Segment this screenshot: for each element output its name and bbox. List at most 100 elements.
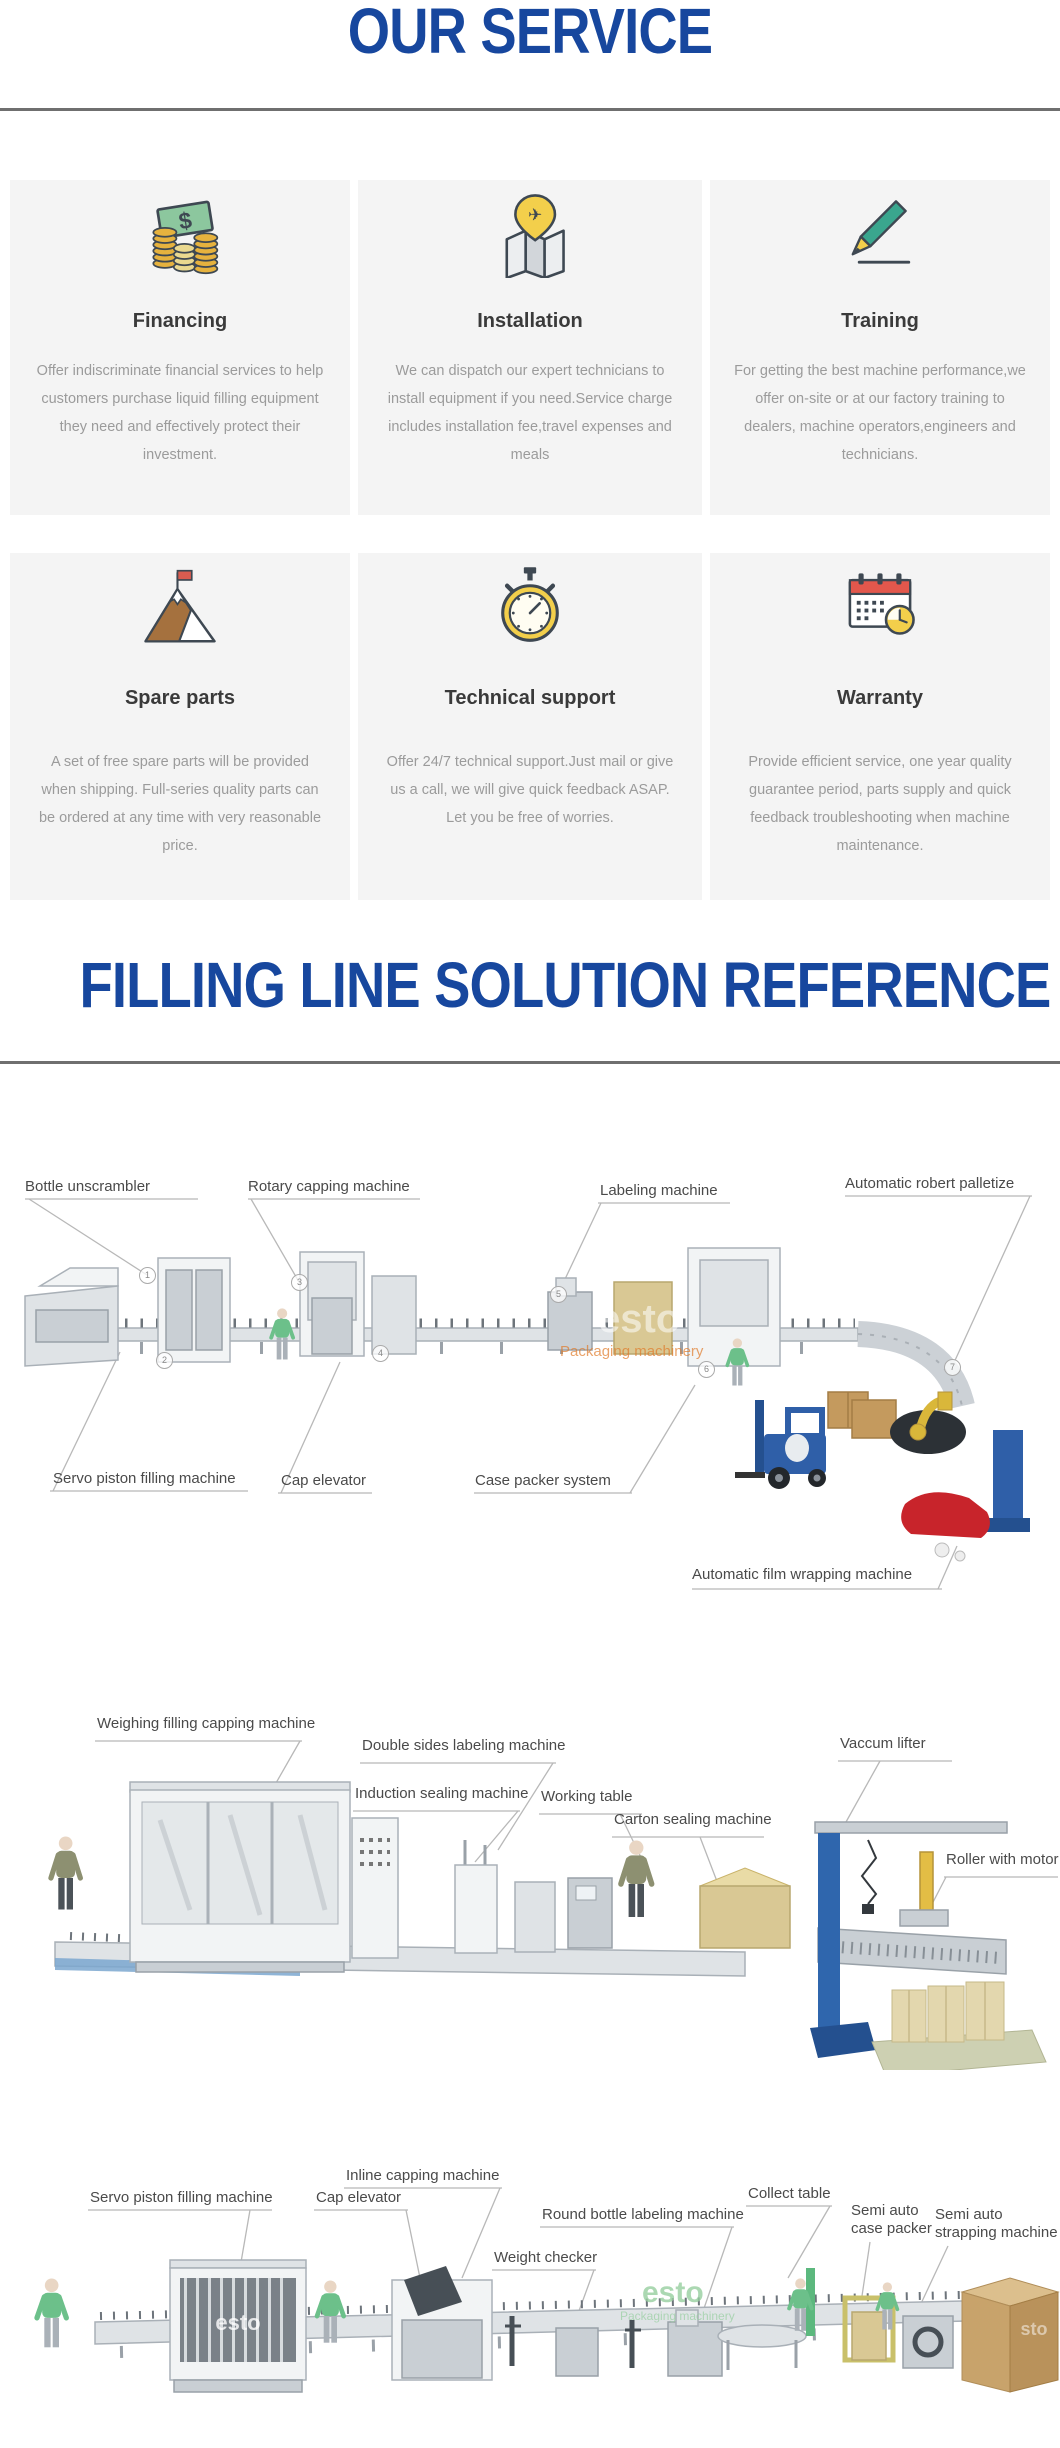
collect-table <box>717 2324 807 2370</box>
service-card-title: Technical support <box>444 687 616 709</box>
diagram-servo-filling-line: esto esto Packaging machinery <box>0 2130 1060 2443</box>
machine-label-servo-filling: Servo piston filling machine <box>90 2189 273 2206</box>
machine-label-carton-sealing: Carton sealing machine <box>614 1811 772 1828</box>
service-card-training: Training For getting the best machine pe… <box>710 180 1050 515</box>
callout-number: 6 <box>698 1361 715 1378</box>
callout-number: 3 <box>291 1274 308 1291</box>
service-card-description: A set of free spare parts will be provid… <box>38 754 322 854</box>
service-card-description: Offer indiscriminate financial services … <box>36 363 324 463</box>
machine-label-round-bottle-labeling: Round bottle labeling machine <box>542 2206 744 2223</box>
round-bottle-labeler <box>667 2309 723 2377</box>
cap-elevator-tower <box>391 2266 493 2381</box>
machine-label-bottle-unscrambler: Bottle unscrambler <box>25 1178 151 1195</box>
watermark-tagline: Packaging machinery <box>620 2309 735 2323</box>
case-packer-machine <box>687 1247 781 1367</box>
roller-motor <box>899 1851 949 1927</box>
section-title-our-service: OUR SERVICE <box>347 0 713 67</box>
sleeve-machine <box>613 1281 673 1355</box>
section-divider-middle <box>0 1061 1060 1064</box>
watermark-tagline: Packaging machinery <box>560 1343 704 1360</box>
map-pin-icon: ✈ <box>358 194 702 278</box>
machine-label-double-sides-labeling: Double sides labeling machine <box>362 1737 566 1754</box>
rinser-cabinet <box>157 1257 231 1363</box>
machine-label-robot-palletize: Automatic robert palletize <box>845 1175 1015 1192</box>
machine-label-vaccum-lifter: Vaccum lifter <box>840 1735 926 1752</box>
capper-unit <box>567 1877 613 1949</box>
roller-conveyor <box>817 1927 1007 1975</box>
pallet-boxes <box>827 1391 897 1439</box>
robot-palletizer <box>890 1391 966 1454</box>
machine-label-collect-table: Collect table <box>748 2185 831 2202</box>
machine-label-weighing-filling-capping: Weighing filling capping machine <box>97 1715 316 1732</box>
svg-text:sto: sto <box>1021 2319 1048 2339</box>
service-card-installation: ✈ Installation We can dispatch our exper… <box>358 180 702 515</box>
section-divider-top <box>0 108 1060 111</box>
callout-number: 5 <box>550 1286 567 1303</box>
callout-number: 1 <box>139 1267 156 1284</box>
service-card-description: Provide efficient service, one year qual… <box>748 754 1012 854</box>
machine-label-rotary-capping: Rotary capping machine <box>248 1178 410 1195</box>
service-card-title: Installation <box>477 310 583 332</box>
service-card-financing: $ Financing Offer indiscriminate financi… <box>10 180 350 515</box>
filling-line-illustration-3: esto esto Packaging machinery <box>0 2187 1060 2393</box>
worker-figure <box>51 1837 80 1910</box>
machine-label-case-packer: Case packer system <box>475 1472 611 1489</box>
servo-piston-filling-machine: esto <box>169 2259 307 2393</box>
forklift <box>735 1400 826 1489</box>
pallet-with-boxes <box>871 1981 1047 2077</box>
svg-text:✈: ✈ <box>528 204 542 224</box>
worker-figure <box>37 2279 66 2348</box>
weighing-filling-capping-machine <box>129 1781 351 1973</box>
service-card-warranty: Warranty Provide efficient service, one … <box>710 553 1050 900</box>
machine-label-film-wrapping: Automatic film wrapping machine <box>692 1566 913 1583</box>
machine-label-weight-checker: Weight checker <box>494 2249 598 2266</box>
service-card-title: Financing <box>132 310 228 332</box>
cap-elevator-machine <box>371 1275 417 1355</box>
service-card-technical-support: Technical support Offer 24/7 technical s… <box>358 553 702 900</box>
carton-box: sto <box>960 2277 1060 2393</box>
callout-number: 2 <box>156 1352 173 1369</box>
service-card-title: Spare parts <box>124 687 236 709</box>
machine-label-working-table: Working table <box>541 1788 633 1805</box>
machine-label-semi-auto-case-packer: Semi auto case packer <box>851 2202 932 2237</box>
machine-label-induction-sealing: Induction sealing machine <box>355 1785 529 1802</box>
money-icon: $ <box>10 194 350 276</box>
service-card-title: Warranty <box>837 687 923 709</box>
worker-figure <box>269 1306 296 1362</box>
machine-label-servo-filling: Servo piston filling machine <box>53 1470 236 1487</box>
film-wrapping-machine <box>901 1430 1030 1562</box>
pencil-icon <box>710 194 1050 276</box>
service-card-description: Offer 24/7 technical support.Just mail o… <box>386 754 674 826</box>
machine-label-inline-capping: Inline capping machine <box>346 2167 500 2184</box>
section-title-filling-line: FILLING LINE SOLUTION REFERENCE <box>79 949 1052 1021</box>
service-card-description: For getting the best machine performance… <box>734 363 1026 463</box>
bottle-unscrambler-machine <box>24 1267 119 1367</box>
worker-figure <box>621 1841 652 1917</box>
filling-line-illustration-1: esto Packaging machinery <box>24 1195 1032 1590</box>
svg-text:$: $ <box>177 207 194 235</box>
diagram-weighing-filling-line: Weighing filling capping machine Double … <box>0 1690 1060 2077</box>
machine-label-semi-auto-strapping: Semi auto strapping machine <box>935 2206 1058 2241</box>
filling-line-illustration-2 <box>0 1740 1058 2077</box>
machine-label-labeling: Labeling machine <box>600 1182 718 1199</box>
diagram-automatic-filling-line: esto Packaging machinery <box>0 1100 1060 1660</box>
machine-label-cap-elevator: Cap elevator <box>316 2189 402 2206</box>
watermark-brand: esto <box>642 2276 704 2309</box>
service-card-description: We can dispatch our expert technicians t… <box>387 363 673 463</box>
callout-number: 4 <box>372 1345 389 1362</box>
carton-sealing-machine <box>699 1867 791 1949</box>
vacuum-lifter <box>810 1821 1008 2058</box>
service-card-title: Training <box>841 310 919 332</box>
calendar-clock-icon <box>710 565 1050 647</box>
stopwatch-icon <box>358 565 702 647</box>
watermark-brand: esto <box>598 1297 680 1341</box>
service-card-spare-parts: Spare parts A set of free spare parts wi… <box>10 553 350 900</box>
semi-auto-strapping-machine <box>902 2315 954 2369</box>
semi-auto-case-packer <box>842 2295 896 2363</box>
watermark-brand: esto <box>215 2310 260 2335</box>
rotary-capping-machine <box>299 1251 365 1357</box>
mountain-flag-icon <box>10 565 350 647</box>
weight-checker-machine <box>555 2327 599 2377</box>
callout-number: 7 <box>944 1359 961 1376</box>
